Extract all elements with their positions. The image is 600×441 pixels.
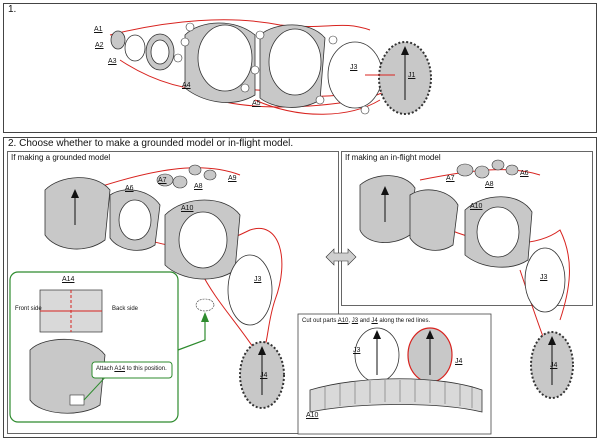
grounded-heading: If making a grounded model	[11, 153, 111, 162]
cutout-suffix: along the red lines.	[377, 318, 431, 324]
inset-part-label: A14	[62, 276, 75, 283]
label-j2: J3	[350, 64, 358, 71]
label-a8-inflight: A8	[485, 181, 494, 188]
cutout-sep1: ,	[348, 318, 352, 324]
label-a2: A2	[95, 42, 104, 49]
label-a6-grounded: A6	[125, 185, 134, 192]
label-j3-grounded: J3	[254, 276, 262, 283]
cutout-label-a10: A10	[306, 412, 319, 419]
label-a10-grounded: A10	[181, 205, 194, 212]
label-a5: A5	[252, 100, 261, 107]
label-a1: A1	[94, 26, 103, 33]
callout-prefix: Attach	[96, 366, 115, 372]
cutout-part1: A10	[337, 318, 349, 324]
label-a3: A3	[108, 58, 117, 65]
cutout-note: Cut out parts A10, J3 and J4 along the r…	[302, 318, 430, 324]
label-j3-inflight: J3	[540, 274, 548, 281]
cutout-sep2: and	[358, 318, 372, 324]
label-a7-inflight: A7	[446, 175, 455, 182]
cutout-prefix: Cut out parts	[302, 318, 338, 324]
callout-suffix: to this position.	[125, 366, 167, 372]
inset-back-side: Back side	[112, 306, 139, 312]
label-a7-grounded: A7	[158, 177, 167, 184]
inset-callout: Attach A14 to this position.	[96, 366, 167, 372]
label-j4-grounded: J4	[260, 372, 268, 379]
step2-title: 2. Choose whether to make a grounded mod…	[8, 138, 294, 149]
cutout-part3: J4	[371, 318, 378, 324]
label-a9-grounded: A9	[228, 175, 237, 182]
label-a8-grounded: A8	[194, 183, 203, 190]
inflight-heading: If making an in-flight model	[345, 153, 441, 162]
cutout-part2: J3	[351, 318, 359, 324]
cutout-label-j4: J4	[455, 358, 463, 365]
inset-front-side: Front side	[15, 306, 42, 312]
label-a6-inflight: A6	[520, 170, 529, 177]
cutout-label-j3: J3	[353, 347, 361, 354]
step1-number: 1.	[8, 4, 17, 15]
label-j1: J1	[408, 72, 416, 79]
label-a10-inflight: A10	[470, 203, 483, 210]
callout-part: A14	[114, 366, 126, 372]
label-a4: A4	[182, 82, 191, 89]
label-j4-inflight: J4	[550, 362, 558, 369]
